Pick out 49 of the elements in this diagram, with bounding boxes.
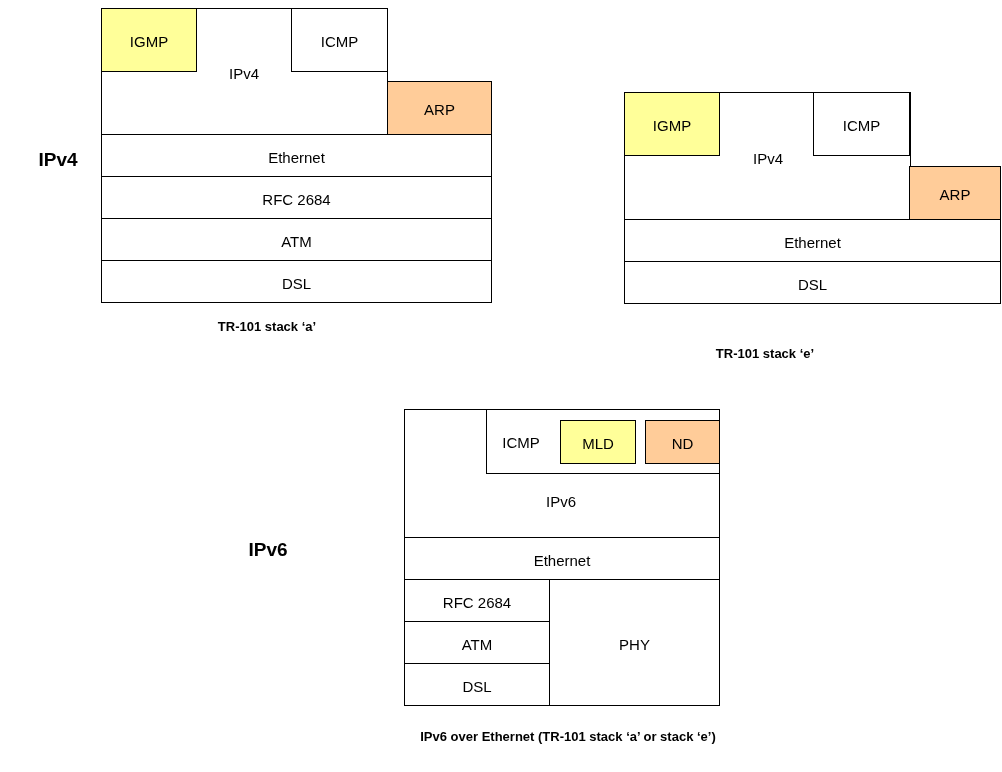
layer-name: DSL xyxy=(462,678,492,695)
stack-caption: IPv6 over Ethernet (TR-101 stack ‘a’ or stack ‘e’) xyxy=(420,728,716,744)
protocol-layer-box xyxy=(645,420,720,464)
stack-caption: TR-101 stack ‘a’ xyxy=(217,318,317,334)
protocol-layer-box xyxy=(560,420,636,464)
stack-caption: TR-101 stack ‘e’ xyxy=(715,345,815,361)
protocol-layer-box xyxy=(101,176,492,219)
layer-name: IPv4 xyxy=(753,150,783,168)
protocol-layer-box xyxy=(813,92,910,156)
layer-name: ICMP xyxy=(320,33,359,51)
layer-name: Ethernet xyxy=(533,552,591,569)
protocol-layer-box xyxy=(404,409,720,538)
protocol-layer-box xyxy=(624,92,720,156)
layer-name: ND xyxy=(671,435,694,453)
layer-name: RFC 2684 xyxy=(442,594,512,611)
section-heading: IPv4 xyxy=(38,149,78,171)
protocol-layer-box xyxy=(101,218,492,261)
section-heading: IPv6 xyxy=(248,539,288,561)
layer-name: RFC 2684 xyxy=(262,191,331,208)
layer-name: Ethernet xyxy=(268,149,325,166)
layer-name: IGMP xyxy=(129,33,169,51)
layer-name: ATM xyxy=(281,233,312,250)
protocol-layer-box xyxy=(624,261,1001,304)
layer-name: ATM xyxy=(461,636,493,653)
protocol-layer-box xyxy=(404,537,720,580)
protocol-layer-box xyxy=(909,166,1001,220)
protocol-layer-box xyxy=(549,579,720,706)
layer-name: ICMP xyxy=(502,434,540,452)
layer-name: PHY xyxy=(619,636,650,653)
layer-name: IPv4 xyxy=(229,65,259,83)
layer-name: DSL xyxy=(797,276,828,293)
layer-name: Ethernet xyxy=(784,234,841,251)
protocol-layer-box xyxy=(624,92,911,220)
layer-name: ICMP xyxy=(842,117,881,135)
layer-name: IPv6 xyxy=(546,493,576,511)
layer-name: ARP xyxy=(939,186,971,204)
protocol-layer-box xyxy=(291,8,388,72)
protocol-layer-box xyxy=(404,663,550,706)
protocol-layer-box xyxy=(624,219,1001,262)
layer-name: MLD xyxy=(582,435,614,453)
layer-name: DSL xyxy=(281,275,312,292)
protocol-layer-box xyxy=(101,8,388,135)
protocol-layer-box xyxy=(101,8,197,72)
protocol-layer-box xyxy=(486,409,720,474)
layer-name: IGMP xyxy=(652,117,692,135)
layer-name: ARP xyxy=(424,101,455,119)
protocol-layer-box xyxy=(387,81,492,135)
protocol-layer-box xyxy=(101,134,492,177)
protocol-layer-box xyxy=(101,260,492,303)
